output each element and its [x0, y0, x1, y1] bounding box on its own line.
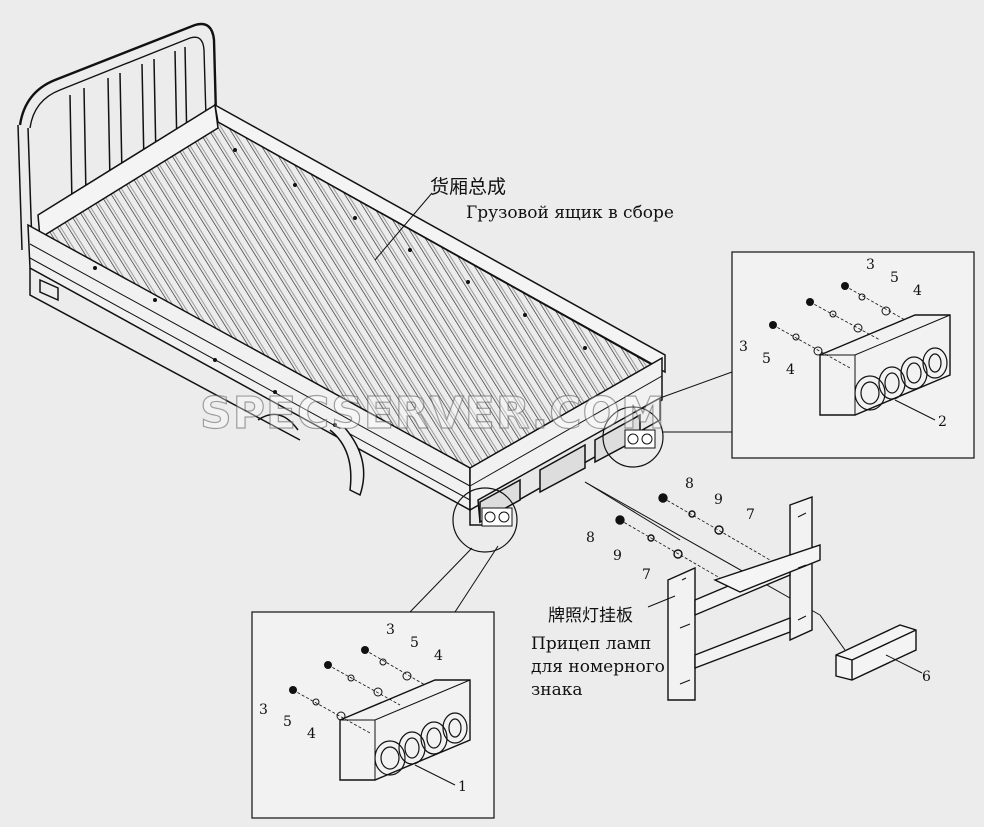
callout-bracket-6: 6 [922, 669, 931, 685]
detail-box-top [659, 251, 975, 459]
callout-bracket-7a: 7 [746, 507, 755, 523]
callout-top-3b: 3 [739, 339, 748, 355]
callout-bottom-5a: 5 [410, 635, 419, 651]
label-cargo-box-cn: 货厢总成 [430, 176, 507, 198]
callout-top-5a: 5 [890, 270, 899, 286]
watermark: SPECSERVER.COM [199, 387, 666, 439]
callout-top-2: 2 [938, 414, 947, 430]
callout-bracket-7b: 7 [642, 567, 651, 583]
callout-bottom-3a: 3 [386, 622, 395, 638]
label-cargo-box-ru: Грузовой ящик в сборе [466, 203, 674, 223]
callout-bottom-5b: 5 [283, 714, 292, 730]
callout-bottom-4b: 4 [307, 726, 316, 742]
detail-box-bottom [251, 545, 499, 819]
callout-top-3a: 3 [866, 257, 875, 273]
leader-cargo-box [374, 192, 433, 261]
callout-bracket-9b: 9 [613, 548, 622, 564]
callout-top-5b: 5 [762, 351, 771, 367]
callout-bracket-9a: 9 [714, 492, 723, 508]
callout-bottom-3b: 3 [259, 702, 268, 718]
callout-bracket-8b: 8 [586, 530, 595, 546]
callout-top-4b: 4 [786, 362, 795, 378]
cargo-box [17, 22, 666, 553]
callout-bracket-8a: 8 [685, 476, 694, 492]
callout-top-4a: 4 [913, 283, 922, 299]
callout-bottom-1: 1 [458, 779, 467, 795]
label-plate-lamp-ru-1: Прицеп ламп [531, 634, 652, 654]
label-plate-bracket-cn: 牌照灯挂板 [548, 606, 633, 626]
plate-bracket-assembly [584, 481, 923, 701]
callout-bottom-4a: 4 [434, 648, 443, 664]
label-plate-lamp-ru-3: знака [531, 680, 583, 700]
label-plate-lamp-ru-2: для номерного [531, 657, 665, 677]
